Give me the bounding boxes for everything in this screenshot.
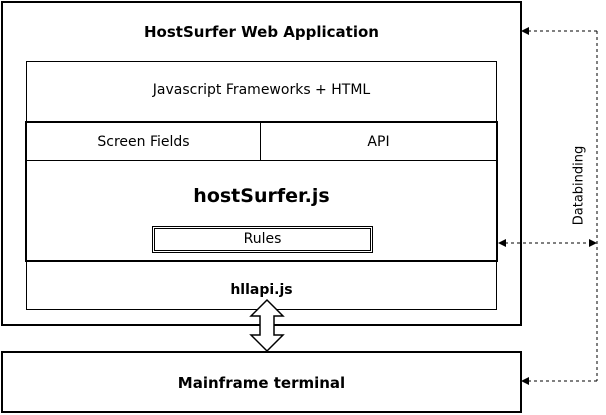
- databinding-label: Databinding: [571, 145, 587, 225]
- databinding-label-container: Databinding: [554, 145, 604, 225]
- rules-box: Rules: [152, 226, 373, 253]
- api-cell: API: [261, 123, 496, 161]
- arrowhead-left-icon: [521, 377, 529, 385]
- mainframe-terminal-label: Mainframe terminal: [177, 374, 346, 392]
- hllapi-label: hllapi.js: [230, 282, 293, 298]
- screen-fields-cell: Screen Fields: [27, 123, 261, 161]
- arrowhead-right-icon: [589, 239, 597, 247]
- frameworks-label: Javascript Frameworks + HTML: [152, 82, 371, 98]
- hostsurfer-title: hostSurfer.js: [193, 185, 330, 207]
- mainframe-terminal-box: Mainframe terminal: [1, 351, 522, 413]
- arrowhead-left-icon: [521, 27, 529, 35]
- web-application-title: HostSurfer Web Application: [144, 23, 379, 41]
- hostsurfer-box: Screen Fields API hostSurfer.js Rules: [25, 121, 498, 262]
